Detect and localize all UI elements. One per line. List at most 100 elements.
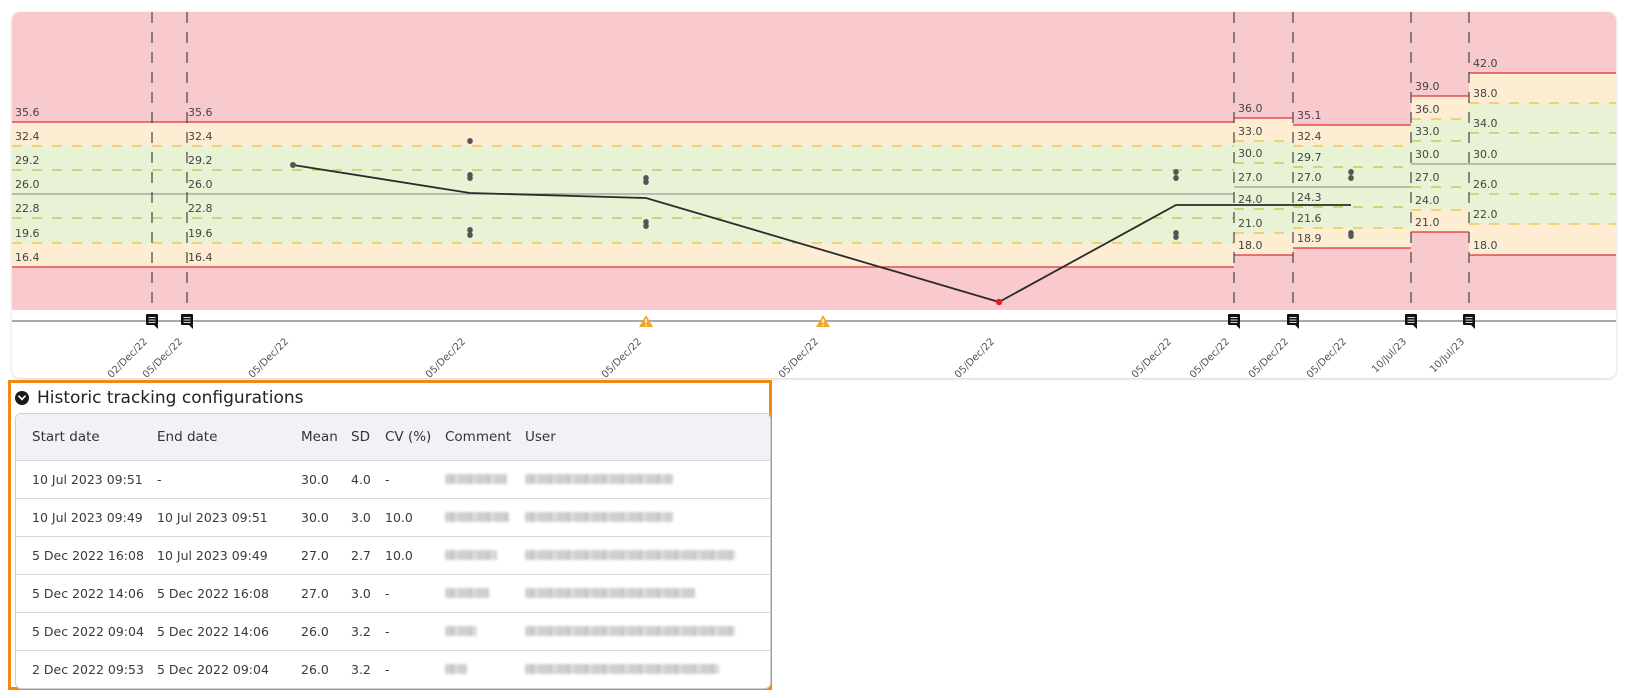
data-point [1348,175,1354,181]
comment-icon[interactable] [1228,314,1240,329]
limit-label: 19.6 [15,227,40,240]
data-point [1173,169,1179,175]
cell-sd: 2.7 [345,535,379,574]
section-header-toggle[interactable]: Historic tracking configurations [15,385,303,411]
redacted-user [525,587,695,598]
limit-label: 18.0 [1238,239,1263,252]
redacted-user [525,625,735,636]
limit-label: 36.0 [1415,103,1440,116]
cell-comment [439,459,519,498]
cell-comment [439,573,519,612]
limit-label: 21.6 [1297,212,1322,225]
cell-sd: 3.2 [345,611,379,650]
cell-comment [439,535,519,574]
data-point [1348,169,1354,175]
limit-label: 33.0 [1415,125,1440,138]
redacted-comment [445,549,497,560]
cell-user [519,459,770,498]
data-point [467,232,473,238]
cell-sd: 4.0 [345,459,379,498]
warning-zone-upper [1234,118,1293,141]
cell-start-date: 10 Jul 2023 09:49 [16,497,151,536]
comment-icon[interactable] [1405,314,1417,329]
col-mean: Mean [301,428,338,445]
col-comment: Comment [445,428,512,445]
cell-user [519,497,770,536]
cell-user [519,573,770,612]
cell-start-date: 2 Dec 2022 09:53 [16,649,151,688]
data-point [643,179,649,185]
warning-zone-upper [1469,73,1616,103]
cell-cv: 10.0 [379,497,439,536]
redacted-comment [445,587,489,598]
col-sd: SD [351,428,370,445]
limit-label: 26.0 [188,178,213,191]
out-of-range-point[interactable] [995,298,1003,306]
redacted-user [525,473,673,484]
cell-sd: 3.0 [345,573,379,612]
cell-end-date: 10 Jul 2023 09:51 [151,497,295,536]
cell-start-date: 5 Dec 2022 09:04 [16,611,151,650]
cell-cv: - [379,649,439,688]
limit-label: 29.2 [15,154,40,167]
warning-icon[interactable] [639,315,653,327]
cell-start-date: 10 Jul 2023 09:51 [16,459,151,498]
comment-icon[interactable] [1463,314,1475,329]
limit-label: 22.0 [1473,208,1498,221]
limit-label: 32.4 [1297,130,1322,143]
warning-zone-upper [1293,125,1411,146]
warning-zone-lower [1411,210,1469,232]
limit-label: 39.0 [1415,80,1440,93]
cell-user [519,535,770,574]
cell-mean: 27.0 [295,573,345,612]
warning-zone-lower [12,243,1234,267]
chevron-down-icon[interactable] [15,391,29,405]
limit-label: 24.0 [1415,194,1440,207]
limit-label: 38.0 [1473,87,1498,100]
limit-label: 30.0 [1473,148,1498,161]
limit-label: 35.6 [188,106,213,119]
warning-icon[interactable] [816,315,830,327]
redacted-user [525,511,673,522]
data-point [467,227,473,233]
data-point [1173,234,1179,240]
cell-start-date: 5 Dec 2022 16:08 [16,535,151,574]
limit-label: 16.4 [15,251,40,264]
cell-mean: 30.0 [295,497,345,536]
limit-label: 16.4 [188,251,213,264]
limit-label: 36.0 [1238,102,1263,115]
limit-label: 32.4 [15,130,40,143]
cell-end-date: 5 Dec 2022 09:04 [151,649,295,688]
warning-zone-upper [1411,96,1469,119]
cell-end-date: 5 Dec 2022 14:06 [151,611,295,650]
cell-cv: - [379,573,439,612]
limit-label: 26.0 [1473,178,1498,191]
comment-icon[interactable] [1287,314,1299,329]
comment-icon[interactable] [181,314,193,329]
cell-end-date: 5 Dec 2022 16:08 [151,573,295,612]
table-header-row: Start date End date Mean SD CV (%) Comme… [16,414,770,460]
redacted-comment [445,663,467,674]
limit-label: 27.0 [1297,171,1322,184]
col-end-date: End date [157,428,218,445]
cell-mean: 27.0 [295,535,345,574]
col-cv: CV (%) [385,428,432,445]
col-start-date: Start date [32,428,100,445]
data-point [1348,233,1354,239]
configurations-table: Start date End date Mean SD CV (%) Comme… [15,413,771,689]
limit-label: 24.3 [1297,191,1322,204]
limit-label: 26.0 [15,178,40,191]
comment-icon[interactable] [146,314,158,329]
section-title: Historic tracking configurations [37,388,304,408]
limit-label: 29.2 [188,154,213,167]
redacted-comment [445,511,509,522]
cell-end-date: - [151,459,295,498]
cell-comment [439,649,519,688]
historic-tracking-section: Historic tracking configurations Start d… [8,380,772,690]
